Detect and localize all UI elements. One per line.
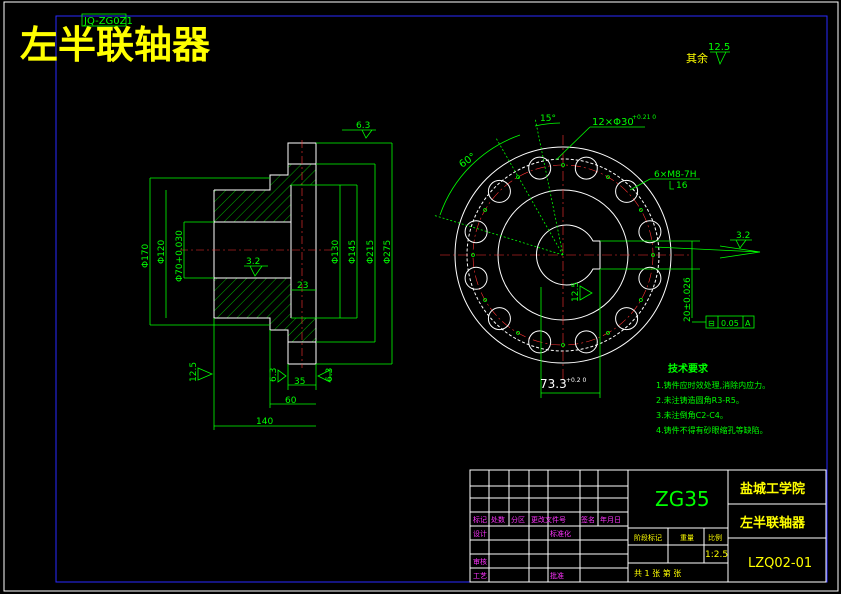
- keyway-tol: +0.2 0: [566, 377, 586, 384]
- thread-hole-mark: [471, 253, 475, 257]
- roughness-top: 6.3: [356, 121, 370, 131]
- bolt-hole: [574, 330, 598, 354]
- tol-datum: A: [745, 319, 751, 328]
- tol-symbol: ⊟: [708, 319, 715, 328]
- dim-phi170: Φ170: [141, 243, 151, 268]
- dim-phi145: Φ145: [348, 240, 358, 264]
- hatch-upper: [214, 164, 316, 222]
- bolt-hole: [638, 266, 662, 290]
- title-block: 标记 处数 分区 更改文件号 签名 年月日 设计 标准化 审核 工艺 批准 ZG…: [469, 469, 827, 583]
- dim-phi120: Φ120: [157, 239, 167, 264]
- row-approve: 批准: [550, 571, 564, 580]
- hdr-count: 处数: [491, 515, 505, 524]
- tech-item-3: 3.未注倒角C2-C4。: [656, 410, 728, 420]
- thread-hole-mark: [483, 298, 488, 302]
- thread-hole-mark: [639, 298, 643, 302]
- bolt-hole: [615, 307, 639, 331]
- dim-phi130: Φ130: [331, 239, 341, 264]
- bolt-hole: [574, 156, 598, 180]
- bolt-hole: [615, 179, 639, 203]
- sheet-info: 共 1 张 第 张: [634, 568, 681, 578]
- dim-phi275: Φ275: [383, 240, 393, 264]
- scale-value: 1:2.5: [705, 550, 728, 560]
- weight-label: 重量: [680, 534, 694, 542]
- rest-roughness: 12.5: [708, 42, 730, 53]
- hdr-mark: 标记: [473, 515, 487, 524]
- angle-15: 15°: [540, 114, 556, 124]
- row-design: 设计: [473, 529, 487, 538]
- angle-60: 60°: [457, 151, 478, 170]
- thread-hole-mark: [561, 343, 565, 347]
- outer-sheet-border: [3, 1, 839, 592]
- thread-hole-mark: [639, 208, 643, 212]
- main-title: 左半联轴器: [20, 23, 211, 67]
- stage-label: 阶段标记: [634, 533, 662, 542]
- holes-tolerance: +0.21 0: [632, 114, 656, 121]
- row-check: 审核: [473, 557, 487, 566]
- front-view: 60° 15° 12×Φ30 +0.21 0 6×M8-7H 16 3.2 12…: [432, 114, 761, 398]
- bolt-hole: [464, 266, 488, 290]
- hdr-sign: 签名: [581, 515, 595, 524]
- key-width: 20±0.026: [683, 277, 693, 322]
- bolt-hole: [487, 307, 511, 331]
- bolt-hole: [638, 220, 662, 244]
- dim-60: 60: [285, 396, 297, 406]
- bolt-hole: [528, 156, 552, 180]
- tech-item-4: 4.铸件不得有砂眼缩孔等缺陷。: [656, 425, 768, 435]
- tech-item-2: 2.未注铸造圆角R3-R5。: [656, 395, 744, 405]
- inner-drawing-frame: [55, 15, 828, 583]
- drawing-number: LZQ02-01: [748, 556, 812, 571]
- holes-label: 12×Φ30: [592, 117, 634, 128]
- top-stamp-box: [81, 13, 127, 27]
- hdr-date: 年月日: [600, 515, 621, 524]
- roughness-key: 12.5: [571, 282, 581, 302]
- scale-label: 比例: [708, 533, 722, 542]
- top-stamp: JQ-ZG0Z1: [83, 16, 133, 27]
- threads-label: 6×M8-7H: [654, 170, 697, 180]
- school-name: 盐城工学院: [740, 481, 805, 497]
- row-process: 工艺: [473, 572, 487, 580]
- thread-hole-mark: [651, 253, 655, 257]
- section-view: Φ170 Φ120 Φ70+0.030 Φ130 Φ145 Φ215 Φ275 …: [141, 121, 393, 430]
- hdr-change-doc: 更改文件号: [531, 515, 566, 524]
- thread-hole-mark: [516, 330, 520, 335]
- dim-23: 23: [297, 281, 308, 291]
- keyway-dim: 73.3: [540, 377, 567, 391]
- tech-title: 技术要求: [668, 362, 709, 375]
- roughness-bore: 3.2: [246, 257, 260, 267]
- thread-depth: 16: [676, 181, 688, 191]
- thread-hole-mark: [606, 330, 610, 335]
- thread-hole-mark: [606, 175, 610, 180]
- dim-phi70: Φ70+0.030: [175, 230, 185, 282]
- bolt-holes: [464, 156, 662, 354]
- hdr-zone: 分区: [511, 515, 525, 524]
- tech-item-1: 1.铸件应时效处理,消除内应力。: [656, 380, 770, 390]
- tech-requirements: 技术要求 1.铸件应时效处理,消除内应力。 2.未注铸造圆角R3-R5。 3.未…: [656, 362, 770, 435]
- rest-label: 其余: [686, 51, 708, 65]
- thread-hole-mark: [561, 163, 565, 167]
- dim-35: 35: [294, 377, 305, 387]
- row-standard: 标准化: [550, 529, 571, 538]
- part-name: 左半联轴器: [740, 515, 806, 531]
- bolt-hole: [528, 330, 552, 354]
- rest-roughness-symbol: [710, 51, 730, 66]
- roughness-right: 3.2: [736, 231, 750, 241]
- thread-hole-mark: [483, 208, 488, 212]
- material: ZG35: [655, 487, 710, 511]
- thread-hole-mark: [516, 175, 520, 180]
- bore-keyway: [536, 224, 601, 286]
- bolt-hole: [487, 179, 511, 203]
- tol-value: 0.05: [721, 319, 739, 328]
- dim-140: 140: [256, 417, 273, 427]
- roughness-flange-a: 6.3: [269, 368, 279, 382]
- bolt-hole: [464, 220, 488, 244]
- dim-phi215: Φ215: [366, 240, 376, 264]
- roughness-left: 12.5: [189, 362, 199, 382]
